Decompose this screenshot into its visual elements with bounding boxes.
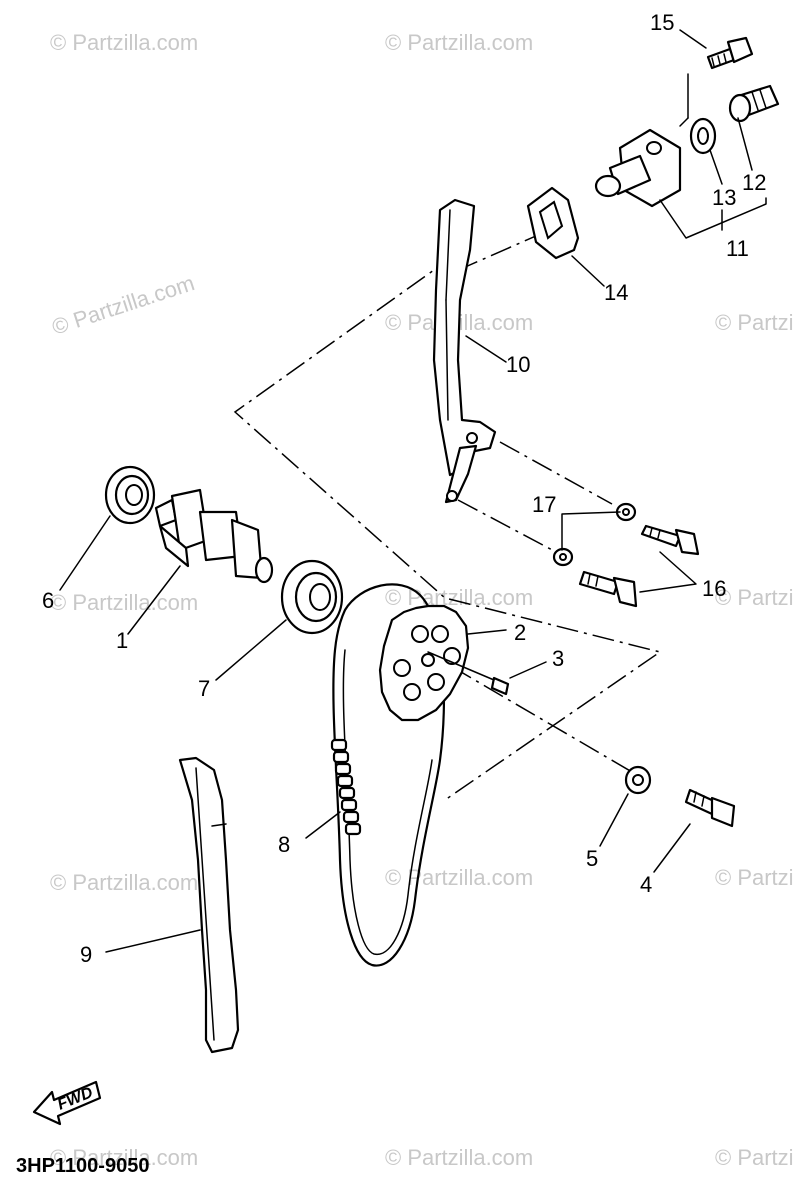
bearing-part-7 [280,559,344,635]
callout-17: 17 [532,492,556,517]
gasket-part-14 [526,186,580,260]
watermark: © Partzilla.com [385,585,533,610]
leader-lines [59,29,767,953]
chain-links [330,738,362,836]
watermark: © Partzilla.com [385,1145,533,1170]
washer-part-17 [552,502,637,567]
watermark: © Partzilla.com [50,590,198,615]
plug-bolt-part-12 [728,84,780,123]
watermark: © Partzilla.com [715,585,793,610]
chain-guide-part-9 [178,756,240,1054]
watermark: © Partzilla.com [715,865,793,890]
chain-guide-part-10 [432,198,497,504]
sprocket-part-2 [378,604,470,722]
callout-1: 1 [116,628,128,653]
pin-part-3 [427,651,510,696]
forward-direction-indicator: FWD [32,1080,102,1126]
bolt-part-15 [706,36,754,70]
callout-8: 8 [278,832,290,857]
watermarks: © Partzilla.com © Partzilla.com © Partzi… [49,30,793,1170]
callout-7: 7 [198,676,210,701]
washer-part-5 [624,765,652,795]
camshaft-part-1 [154,488,274,584]
callout-2: 2 [514,620,526,645]
bolt-part-16 [578,524,700,608]
callout-6: 6 [42,588,54,613]
callouts: 15 12 13 11 14 10 17 16 6 1 7 2 3 8 9 5 … [42,10,766,967]
callout-14: 14 [604,280,628,305]
watermark: © Partzilla.com [715,310,793,335]
callout-3: 3 [552,646,564,671]
cam-chain-part-8 [330,583,446,967]
watermark: © Partzilla.com [385,865,533,890]
callout-15: 15 [650,10,674,35]
callout-12: 12 [742,170,766,195]
forward-arrow-icon [32,1080,102,1126]
watermark: © Partzilla.com [50,870,198,895]
bearing-part-6 [104,465,156,525]
watermark: © Partzilla.com [715,1145,793,1170]
diagram-code: 3HP1100-9050 [16,1155,149,1177]
watermark: © Partzilla.com [385,30,533,55]
callout-11: 11 [726,236,749,261]
washer-part-13 [689,117,717,155]
callout-9: 9 [80,942,92,967]
callout-4: 4 [640,872,652,897]
callout-5: 5 [586,846,598,871]
watermark: © Partzilla.com [49,270,198,340]
callout-13: 13 [712,185,736,210]
watermark: © Partzilla.com [50,1145,198,1170]
callout-16: 16 [702,576,726,601]
bolt-part-4 [684,788,736,828]
watermark: © Partzilla.com [50,30,198,55]
callout-10: 10 [506,352,530,377]
tensioner-part-11 [594,73,689,208]
